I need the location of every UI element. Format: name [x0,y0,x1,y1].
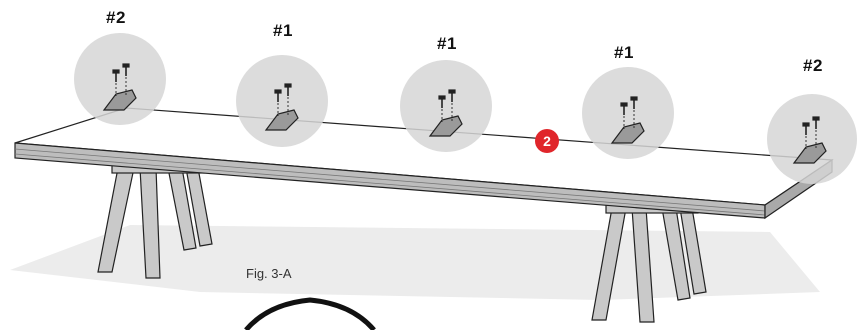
callout-circle-4 [582,67,674,159]
clip-with-screws-icon [428,89,463,137]
callout-label-4: #1 [614,43,634,62]
clip-with-screws-icon [102,63,137,111]
callout-circle-3 [400,60,492,152]
figure-caption: Fig. 3-A [246,266,292,281]
right-sawhorse [591,204,707,323]
clip-icons [102,63,827,164]
callout-label-1: #2 [106,8,126,27]
callout-label-2: #1 [273,21,293,40]
callout-label-3: #1 [437,34,457,53]
callout-circle-2 [236,55,328,147]
step-badge-number: 2 [543,133,551,149]
callout-circle-5 [767,94,857,184]
callout-circle-1 [74,33,166,125]
callout-label-5: #2 [803,56,823,75]
clip-with-screws-icon [264,83,299,131]
clip-with-screws-icon [610,96,645,144]
step-badge: 2 [535,129,559,153]
callout-circles [74,33,857,184]
clip-with-screws-icon [792,116,827,164]
detail-magnifier-arc [244,297,376,330]
